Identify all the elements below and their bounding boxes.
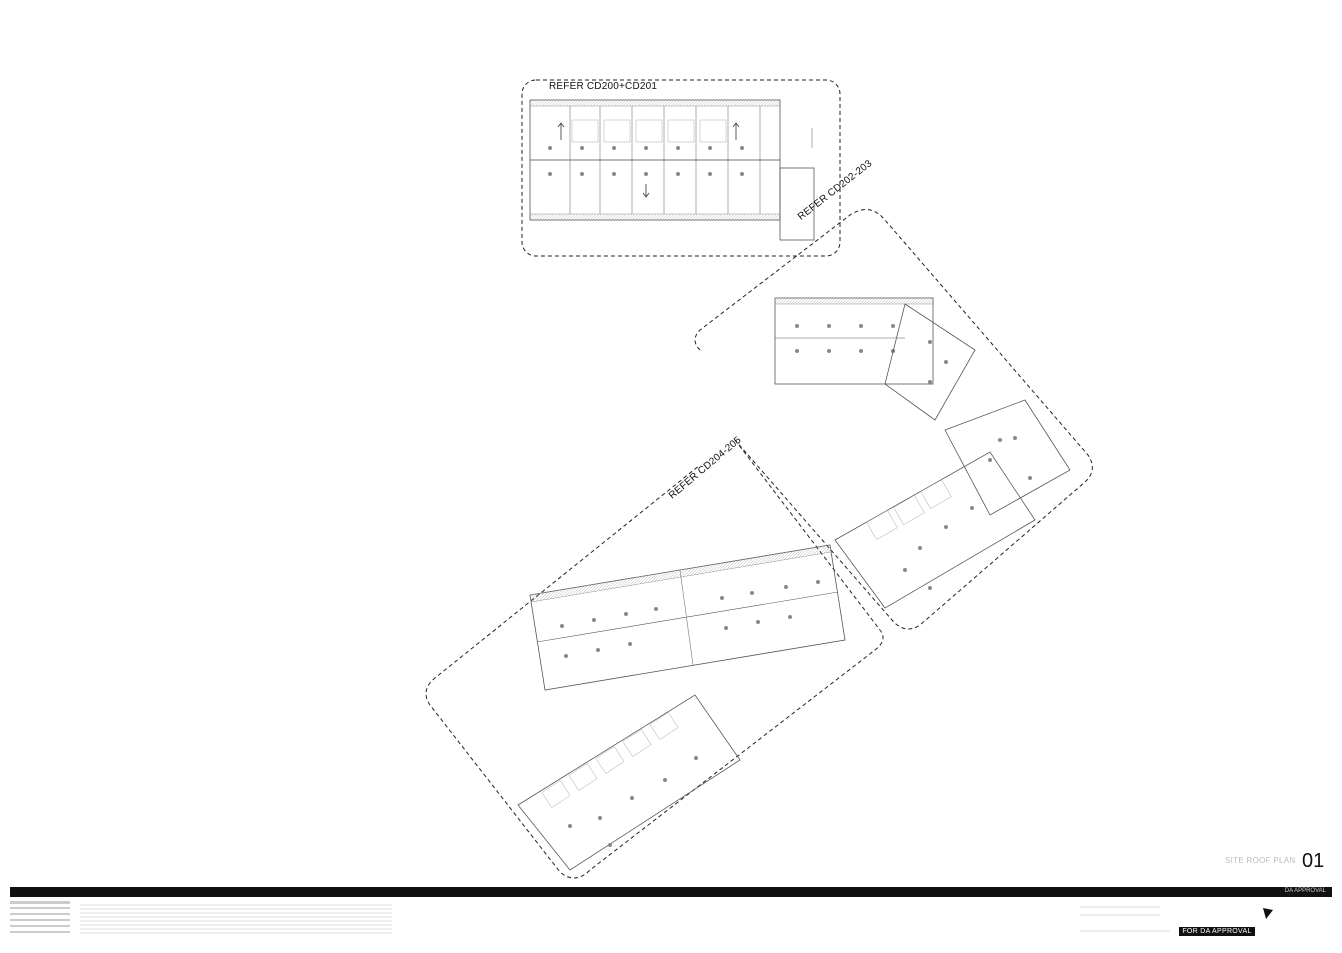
for-approval-stamp: FOR DA APPROVAL <box>1179 927 1255 936</box>
region-b-block <box>694 209 1093 630</box>
status-label-top: DA APPROVAL <box>1284 888 1326 894</box>
sheet-title-block: SITE ROOF PLAN 01 <box>1222 850 1332 876</box>
sheet-number: 01 <box>1302 850 1325 872</box>
sheet-title: SITE ROOF PLAN <box>1225 856 1296 865</box>
title-bar <box>10 887 1332 897</box>
region-c-block <box>425 439 884 879</box>
north-arrow-icon <box>1263 908 1273 919</box>
region-a-block <box>521 79 841 257</box>
title-block-footer <box>10 901 1170 934</box>
callout-region-a: REFER CD200+CD201 <box>549 81 658 92</box>
